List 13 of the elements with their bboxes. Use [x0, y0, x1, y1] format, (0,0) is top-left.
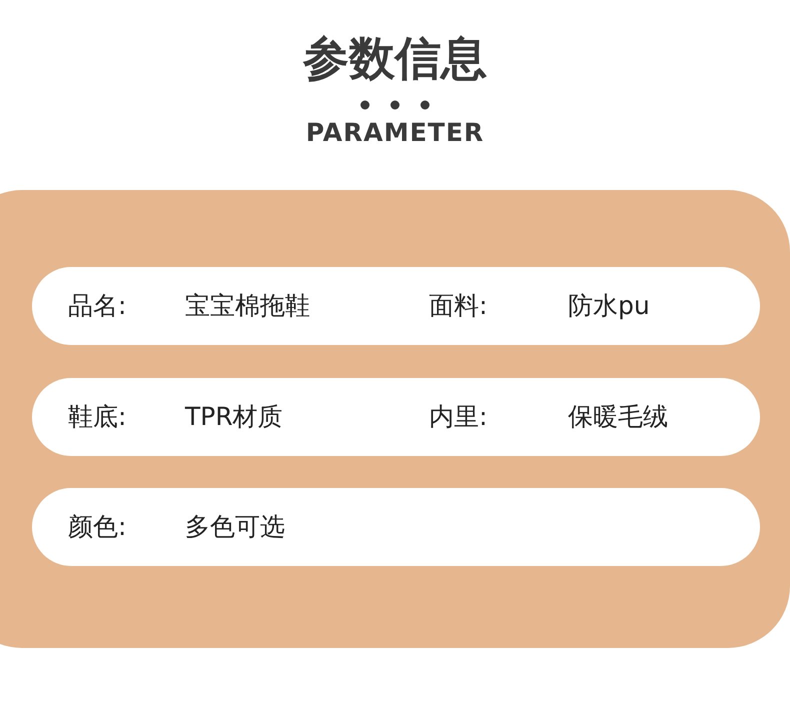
- parameter-name: 颜色:: [68, 511, 126, 543]
- subtitle: PARAMETER: [304, 118, 486, 147]
- parameter-value: TPR材质: [185, 401, 283, 433]
- parameter-value: 多色可选: [185, 511, 285, 543]
- title: 参数信息: [302, 30, 488, 87]
- parameter-value: 保暖毛绒: [568, 401, 668, 433]
- parameter-name: 面料:: [429, 290, 488, 322]
- parameter-name: 品名:: [68, 290, 126, 322]
- panel-background: [0, 190, 790, 648]
- parameter-name: 内里:: [429, 401, 488, 433]
- parameter-name: 鞋底:: [68, 401, 126, 433]
- parameter-value: 宝宝棉拖鞋: [185, 290, 310, 322]
- parameter-value: 防水pu: [568, 290, 650, 322]
